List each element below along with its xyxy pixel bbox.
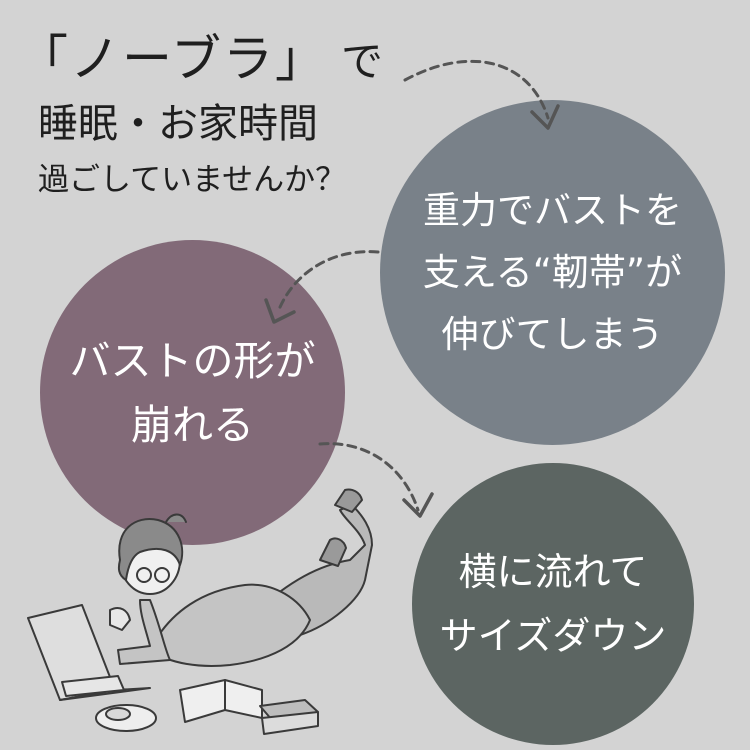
arrow-1-icon [403, 59, 550, 120]
circle-ligament-stretch: 重力でバストを 支える“靭帯”が 伸びてしまう [380, 100, 725, 445]
circle-size-down: 横に流れて サイズダウン [412, 463, 694, 745]
arrow-2-icon [276, 250, 380, 314]
headline-line-3: 過ごしていませんか？ [38, 162, 347, 198]
circle-1-line-2: 支える“靭帯”が [422, 250, 683, 294]
headline-line-1: 「ノーブラ」で [18, 28, 385, 93]
headline: 「ノーブラ」で 睡眠・お家時間 過ごしていませんか？ [18, 28, 385, 201]
headline-de: で [341, 37, 386, 86]
arrowhead-1-icon [530, 104, 560, 130]
arrowhead-2-icon [264, 298, 296, 324]
woman-illustration [27, 488, 373, 735]
headline-noburā: 「ノーブラ」 [18, 30, 327, 88]
circle-1-line-1: 重力でバストを [423, 188, 682, 232]
circle-3-line-1: 横に流れて [458, 550, 648, 594]
arrow-3-icon [318, 442, 420, 512]
headline-line-2: 睡眠・お家時間 [38, 101, 318, 147]
arrowhead-3-icon [402, 492, 434, 518]
circle-shape-loss: バストの形が 崩れる [40, 240, 345, 545]
circle-1-line-3: 伸びてしまう [441, 312, 664, 356]
circle-2-line-2: 崩れる [131, 400, 254, 449]
circle-2-line-1: バストの形が [69, 336, 316, 385]
circle-3-line-2: サイズダウン [439, 614, 667, 658]
